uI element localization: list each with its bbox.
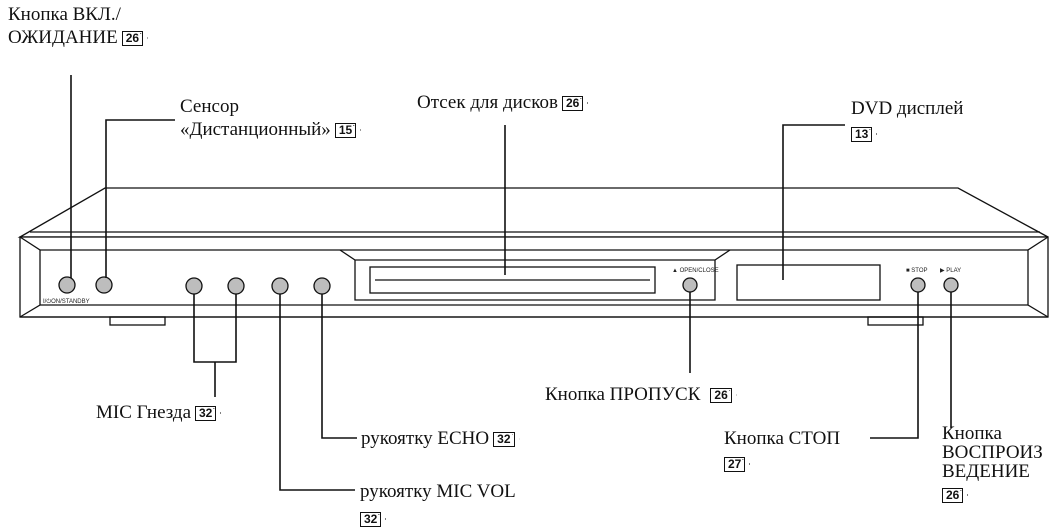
leader-mic-vol — [279, 294, 355, 491]
label-sensor-line2: «Дистанционный» — [180, 119, 331, 140]
remote-sensor — [95, 276, 113, 294]
label-echo-text: рукоятку ECHO — [361, 428, 490, 449]
mic-vol-knob — [271, 277, 289, 295]
stop-caption: ■ STOP — [906, 268, 928, 274]
label-skip: Кнопка ПРОПУСК 26 — [545, 384, 732, 405]
label-sensor: Сенсор «Дистанционный»15 — [180, 96, 357, 140]
page-ref-tray: 26 — [561, 96, 584, 111]
label-skip-text: Кнопка ПРОПУСК — [545, 384, 701, 405]
label-tray-text: Отсек для дисков — [417, 92, 558, 113]
echo-knob — [313, 277, 331, 295]
page-ref-mic-vol: 32 — [360, 512, 382, 527]
label-stop: Кнопка СТОП 27 — [724, 428, 840, 474]
play-button — [943, 277, 959, 293]
label-display-ref-row: 13 — [851, 123, 963, 144]
label-mic-jacks: MIC Гнезда 32 — [96, 402, 217, 423]
label-play: Кнопка ВОСПРОИЗ ВЕДЕНИЕ 26 — [942, 424, 1043, 504]
mic-jack-2 — [227, 277, 245, 295]
leader-stop — [870, 292, 919, 439]
page-ref-play: 26 — [942, 488, 964, 503]
label-power-line2: ОЖИДАНИЕ — [8, 27, 118, 48]
label-mic-vol-ref-row: 32 — [360, 508, 516, 529]
label-display: DVD дисплей 13 — [851, 98, 963, 144]
label-play-ref-row: 26 — [942, 485, 1043, 504]
mic-jack-1 — [185, 277, 203, 295]
page-ref-stop: 27 — [724, 457, 746, 472]
page-ref-sensor: 15 — [334, 123, 357, 138]
label-mic-vol: рукоятку MIC VOL 32 — [360, 481, 516, 529]
page-ref-skip: 26 — [710, 388, 732, 403]
player-center-section-bottom — [354, 260, 716, 301]
leader-display — [782, 124, 845, 280]
label-display-line1: DVD дисплей — [851, 98, 964, 119]
disc-tray — [369, 266, 656, 294]
dvd-display-window — [736, 264, 881, 301]
play-caption: ▶ PLAY — [940, 268, 961, 274]
page-ref-display: 13 — [851, 127, 873, 142]
label-power-line1: Кнопка ВКЛ./ — [8, 4, 121, 25]
player-foot-right — [867, 316, 924, 326]
open-close-caption: ▲ OPEN/CLOSE — [672, 268, 719, 274]
player-center-section — [339, 249, 731, 261]
label-sensor-line2-row: «Дистанционный»15 — [180, 119, 357, 140]
leader-echo — [321, 294, 357, 439]
label-mic-vol-text: рукоятку MIC VOL — [360, 481, 516, 502]
label-stop-ref-row: 27 — [724, 453, 840, 474]
label-stop-text: Кнопка СТОП — [724, 428, 841, 449]
stop-button — [910, 277, 926, 293]
open-close-button — [682, 277, 698, 293]
player-left-bevel — [19, 236, 41, 318]
page-ref-echo: 32 — [493, 432, 515, 447]
label-play-line2: ВОСПРОИЗ — [942, 442, 1043, 463]
player-top-surface — [17, 187, 1049, 238]
page-ref-power: 26 — [121, 31, 144, 46]
label-mic-jacks-text: MIC Гнезда — [96, 402, 191, 423]
standby-caption: I/⏻ON/STANDBY — [43, 298, 90, 305]
player-right-bevel — [1027, 236, 1049, 318]
label-play-line1: Кнопка — [942, 423, 1002, 444]
player-foot-left — [109, 316, 166, 326]
standby-button — [58, 276, 76, 294]
label-sensor-line1: Сенсор — [180, 96, 239, 117]
page-ref-mic-jacks: 32 — [195, 406, 217, 421]
label-play-line3: ВЕДЕНИЕ — [942, 461, 1030, 482]
leader-sensor — [105, 119, 175, 278]
